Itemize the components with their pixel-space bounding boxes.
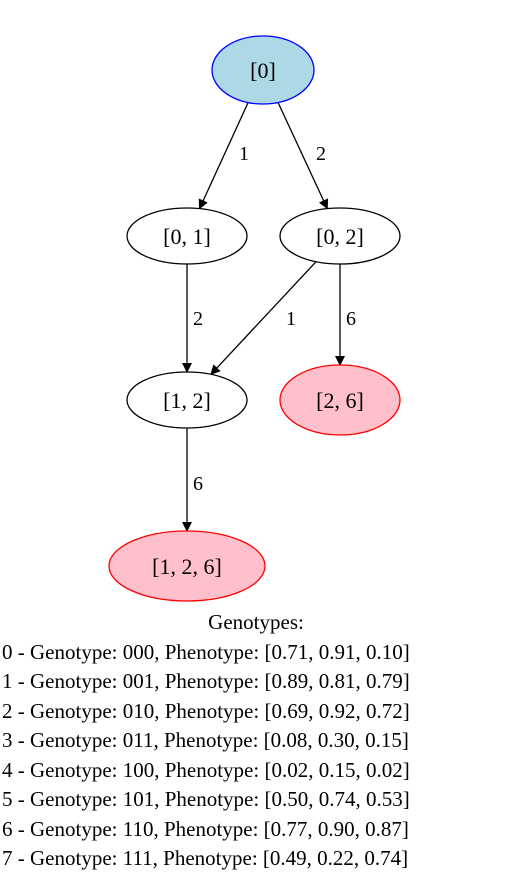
node-label: [1, 2] <box>163 388 211 413</box>
node-n02: [0, 2] <box>279 207 401 265</box>
edge-n02-n12 <box>210 261 317 376</box>
edge-label: 6 <box>346 308 356 330</box>
node-n26: [2, 6] <box>279 364 401 436</box>
legend-row: 4 - Genotype: 100, Phenotype: [0.02, 0.1… <box>2 757 410 782</box>
node-n01: [0, 1] <box>126 207 248 265</box>
node-n126: [1, 2, 6] <box>108 530 266 602</box>
legend-row: 3 - Genotype: 011, Phenotype: [0.08, 0.3… <box>2 728 409 752</box>
legend-row: 7 - Genotype: 111, Phenotype: [0.49, 0.2… <box>2 846 409 870</box>
node-label: [1, 2, 6] <box>152 554 222 579</box>
node-label: [2, 6] <box>316 388 364 413</box>
node-n12: [1, 2] <box>126 371 248 429</box>
genotype-graph: 1 2 2 1 6 6 [0] [0, 1] [0, 2] [1, 2] [2, 6] [1, 2,… <box>108 35 401 602</box>
node-label: [0, 1] <box>163 224 211 249</box>
legend-row: 1 - Genotype: 001, Phenotype: [0.89, 0.8… <box>2 669 410 693</box>
legend-row: 6 - Genotype: 110, Phenotype: [0.77, 0.9… <box>2 816 409 841</box>
legend-rows: 0 - Genotype: 000, Phenotype: [0.71, 0.9… <box>0 638 508 874</box>
edge-n0-n02 <box>277 102 329 210</box>
legend-row: 2 - Genotype: 010, Phenotype: [0.69, 0.9… <box>2 698 410 723</box>
node-ellipse <box>126 371 248 429</box>
node-n0: [0] <box>211 35 315 105</box>
edge-n0-n01 <box>198 102 249 210</box>
graph-canvas: 1 2 2 1 6 6 [0] [0, 1] [0, 2] [1, 2] [2, 6] [1, 2,… <box>108 35 401 602</box>
edge-label: 2 <box>193 308 203 330</box>
edges-layer: 1 2 2 1 6 6 <box>182 102 356 532</box>
legend-row: 0 - Genotype: 000, Phenotype: [0.71, 0.9… <box>2 639 410 664</box>
node-label: [0] <box>250 58 276 83</box>
legend-row: 5 - Genotype: 101, Phenotype: [0.50, 0.7… <box>2 787 410 811</box>
node-label: [0, 2] <box>316 224 364 249</box>
node-ellipse <box>279 364 401 436</box>
node-ellipse <box>126 207 248 265</box>
node-ellipse <box>279 207 401 265</box>
edge-label: 1 <box>239 143 249 165</box>
legend-title: Genotypes: <box>208 610 304 634</box>
edge-label: 1 <box>286 308 296 330</box>
node-ellipse <box>211 35 315 105</box>
node-ellipse <box>108 530 266 602</box>
edge-label: 6 <box>193 473 203 495</box>
edge-label: 2 <box>316 143 326 165</box>
nodes-layer: [0] [0, 1] [0, 2] [1, 2] [2, 6] [1, 2, 6] <box>108 35 401 602</box>
genotype-legend: Genotypes: 0 - Genotype: 000, Phenotype:… <box>0 608 508 874</box>
